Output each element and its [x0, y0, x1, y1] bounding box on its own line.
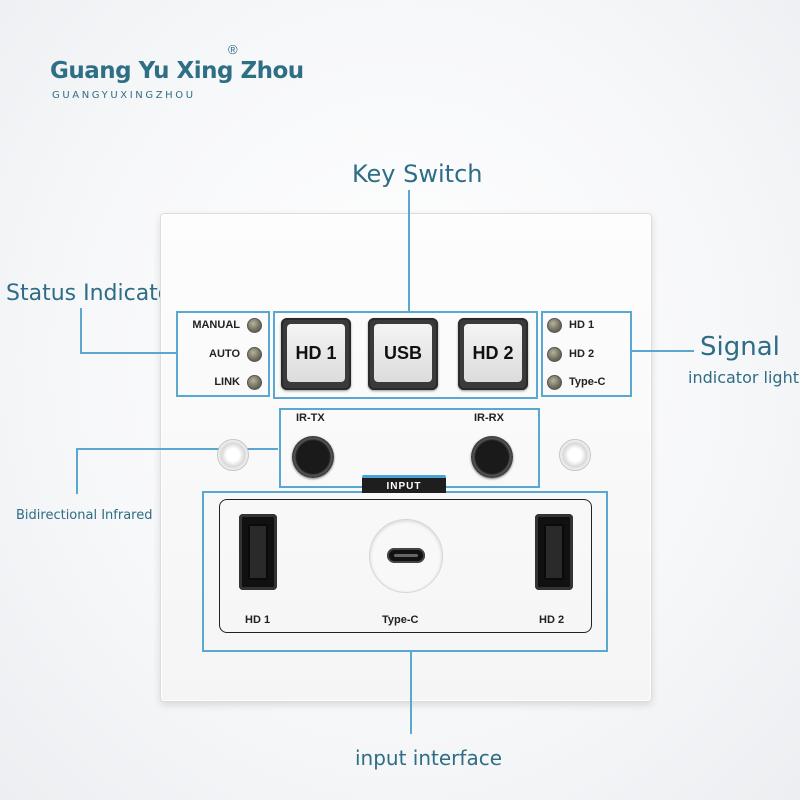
signal-led-hd2 — [547, 347, 562, 362]
status-indicator-box — [176, 311, 270, 397]
typec-tongue — [394, 554, 418, 557]
hdmi-port-left[interactable] — [239, 514, 277, 590]
hdmi-port-right[interactable] — [535, 514, 573, 590]
signal-label-hd2: HD 2 — [569, 348, 595, 360]
key-switch-box — [273, 311, 538, 399]
screw-left — [217, 439, 249, 471]
ir-tx-sensor — [292, 436, 334, 478]
key-hd2-label: HD 2 — [464, 324, 522, 382]
line-status-h — [80, 352, 176, 354]
callout-input-interface: input interface — [355, 746, 503, 770]
key-hd2-button[interactable]: HD 2 — [458, 318, 528, 390]
status-label-link: LINK — [214, 376, 240, 388]
status-led-auto — [247, 347, 262, 362]
key-hd1-label: HD 1 — [287, 324, 345, 382]
port-label-typec: Type-C — [382, 614, 419, 626]
callout-signal-sub: indicator light — [688, 368, 799, 387]
line-status-v — [80, 308, 82, 354]
line-input — [410, 652, 412, 734]
ir-rx-sensor — [471, 436, 513, 478]
status-led-manual — [247, 318, 262, 333]
typec-plate — [369, 519, 443, 593]
signal-label-hd1: HD 1 — [569, 319, 595, 331]
callout-signal: Signal — [700, 332, 780, 362]
screw-right — [559, 439, 591, 471]
port-label-hd2: HD 2 — [539, 614, 565, 626]
key-usb-label: USB — [374, 324, 432, 382]
line-ir-h — [76, 448, 278, 450]
registered-mark: ® — [228, 42, 238, 57]
signal-led-typec — [547, 375, 562, 390]
key-hd1-button[interactable]: HD 1 — [281, 318, 351, 390]
status-label-auto: AUTO — [209, 348, 240, 360]
line-signal — [632, 350, 694, 352]
status-led-link — [247, 375, 262, 390]
hdmi-slot-left — [248, 524, 268, 580]
ir-rx-label: IR-RX — [474, 412, 504, 424]
brand-subtitle: GUANGYUXINGZHOU — [52, 90, 196, 101]
status-label-manual: MANUAL — [192, 319, 240, 331]
callout-infrared: Bidirectional Infrared — [16, 508, 153, 523]
input-tag: INPUT — [362, 475, 446, 493]
input-panel — [219, 499, 592, 633]
typec-port[interactable] — [387, 548, 425, 563]
line-ir-v — [76, 448, 78, 494]
brand-name: Guang Yu Xing Zhou — [50, 58, 304, 84]
hdmi-slot-right — [544, 524, 564, 580]
callout-status-indicator: Status Indicator — [6, 281, 181, 306]
ir-tx-label: IR-TX — [296, 412, 325, 424]
signal-led-hd1 — [547, 318, 562, 333]
signal-indicator-box — [541, 311, 632, 397]
line-key-switch — [408, 190, 410, 312]
key-usb-button[interactable]: USB — [368, 318, 438, 390]
signal-label-typec: Type-C — [569, 376, 606, 388]
callout-key-switch: Key Switch — [352, 160, 483, 188]
port-label-hd1: HD 1 — [245, 614, 271, 626]
